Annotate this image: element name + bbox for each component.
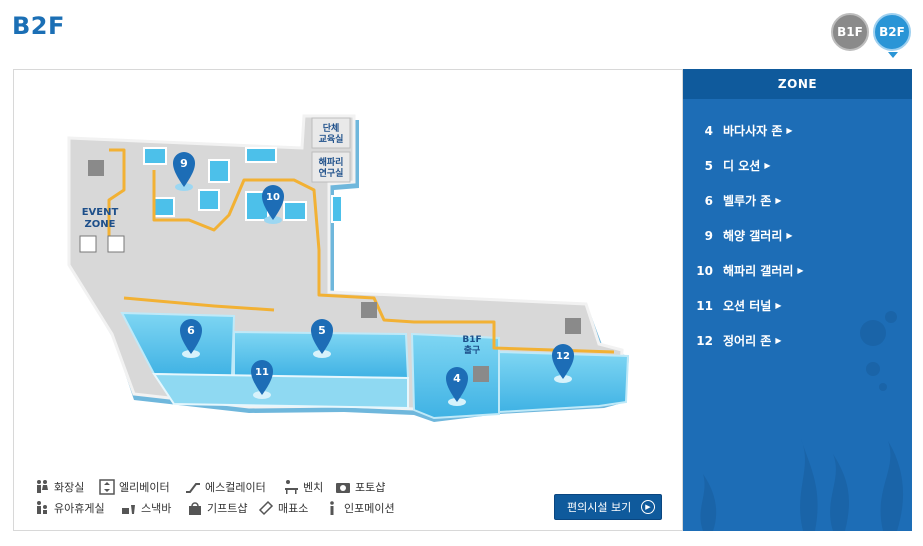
toilet-icon <box>79 235 97 253</box>
floor-map: EVENT ZONE 단체 교육실 해파리 연구실 B1F 출구 9 10 6 <box>13 69 683 531</box>
legend-information: 인포메이션 <box>324 500 395 516</box>
toilet-icon-2 <box>107 235 125 253</box>
chevron-right-icon: ▶ <box>775 196 782 205</box>
group-edu-label-2: 교육실 <box>319 133 344 145</box>
chevron-right-icon: ▶ <box>775 301 782 310</box>
legend-escalator: 에스컬레이터 <box>185 479 266 495</box>
chevron-right-icon: ▶ <box>764 161 771 170</box>
chevron-right-icon: ▶ <box>786 126 793 135</box>
ticket-icon <box>258 500 274 516</box>
bench-icon <box>361 302 377 318</box>
tank-small-5 <box>245 147 277 163</box>
marker-4[interactable]: 4 <box>446 367 468 406</box>
exit-label-1: B1F <box>462 335 481 345</box>
information-icon <box>330 501 334 515</box>
svg-text:5: 5 <box>318 324 326 337</box>
facility-view-button[interactable]: 편의시설 보기 ▶ <box>554 494 662 520</box>
tank-small-1 <box>143 147 167 165</box>
legend-gift-shop: 기프트샵 <box>187 500 247 516</box>
legend-snack-bar: 스낵바 <box>121 500 171 516</box>
escalator-icon <box>473 366 489 382</box>
restroom-icon <box>37 480 48 493</box>
tank-small-8 <box>331 195 343 223</box>
event-zone-label-2: ZONE <box>85 219 116 230</box>
elevator-icon-2 <box>565 318 581 334</box>
bench-legend-icon <box>285 480 298 494</box>
chevron-right-icon: ▶ <box>775 336 782 345</box>
legend-elevator: 엘리베이터 <box>99 479 170 495</box>
marker-5[interactable]: 5 <box>311 319 333 358</box>
group-edu-label-1: 단체 <box>323 122 340 134</box>
marker-11[interactable]: 11 <box>251 360 273 399</box>
floor-b1-button[interactable]: B1F <box>831 13 869 51</box>
legend-photo: 포토샵 <box>335 479 385 495</box>
marker-12[interactable]: 12 <box>552 344 574 383</box>
svg-text:12: 12 <box>556 351 570 362</box>
event-zone-label-1: EVENT <box>82 207 119 218</box>
svg-text:6: 6 <box>187 324 195 337</box>
jelly-lab-room <box>311 151 351 183</box>
gift-shop-icon <box>189 502 201 515</box>
snack-bar-icon <box>122 505 135 514</box>
seaweed-decoration <box>700 311 904 531</box>
tank-small-3 <box>153 197 175 217</box>
tank-small-2 <box>208 159 230 183</box>
facility-view-label: 편의시설 보기 <box>567 501 632 514</box>
tank-small-4 <box>198 189 220 211</box>
marker-6[interactable]: 6 <box>180 319 202 358</box>
elevator-icon <box>88 160 104 176</box>
tank-small-7 <box>283 201 307 221</box>
floor-b2-button[interactable]: B2F <box>873 13 911 51</box>
chevron-right-icon: ▶ <box>797 266 804 275</box>
exit-label-2: 출구 <box>464 344 481 356</box>
camera-icon <box>336 483 350 493</box>
legend-bench: 벤치 <box>283 479 323 495</box>
floor-title: B2F <box>12 12 65 40</box>
svg-text:9: 9 <box>180 157 188 170</box>
svg-text:4: 4 <box>453 372 461 385</box>
active-floor-caret-icon <box>888 52 898 58</box>
marker-9[interactable]: 9 <box>173 152 195 191</box>
legend-restroom: 화장실 <box>34 479 84 495</box>
jelly-lab-label-2: 연구실 <box>319 167 344 179</box>
jelly-lab-label-1: 해파리 <box>319 156 344 168</box>
floor-map-svg: EVENT ZONE 단체 교육실 해파리 연구실 B1F 출구 9 10 6 <box>67 114 630 422</box>
tank-tunnel <box>152 372 409 410</box>
marker-10[interactable]: 10 <box>262 185 284 224</box>
escalator-legend-icon <box>186 483 200 493</box>
baby-room-icon <box>37 501 47 514</box>
svg-text:11: 11 <box>255 367 269 378</box>
svg-text:10: 10 <box>266 192 280 203</box>
group-edu-room <box>311 117 351 149</box>
zone-header: ZONE <box>683 69 912 99</box>
chevron-right-icon: ▶ <box>786 231 793 240</box>
play-arrow-icon: ▶ <box>641 500 655 514</box>
elevator-legend-icon <box>99 479 115 495</box>
visit-path-line <box>107 148 615 354</box>
legend-ticket-office: 매표소 <box>258 500 308 516</box>
legend-baby-room: 유아휴게실 <box>34 500 105 516</box>
